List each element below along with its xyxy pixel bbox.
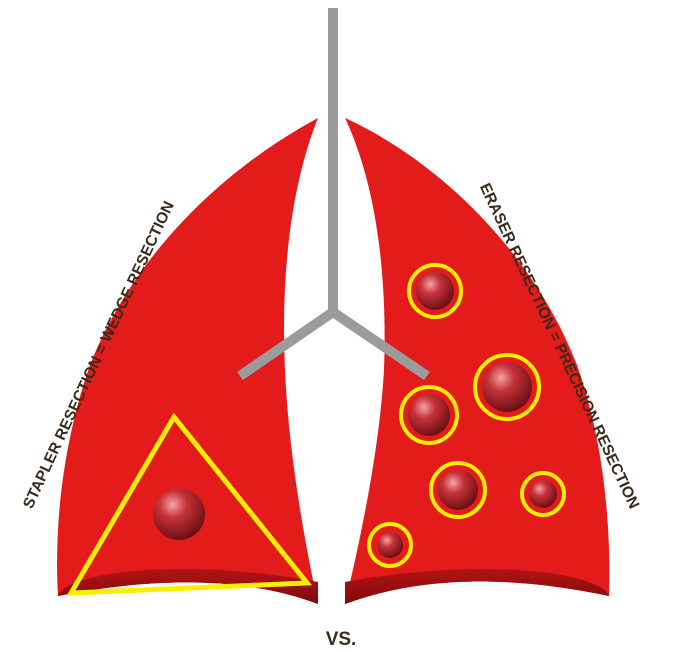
tumor-nodule-icon bbox=[408, 394, 450, 436]
nodule-target bbox=[431, 463, 485, 517]
tumor-nodule-icon bbox=[529, 480, 557, 508]
tumor-nodule-icon bbox=[416, 272, 454, 310]
tumor-nodule-icon bbox=[153, 488, 205, 540]
nodule-target bbox=[475, 355, 539, 419]
nodule-target bbox=[401, 387, 457, 443]
tumor-nodule-icon bbox=[438, 470, 478, 510]
tumor-nodule-icon bbox=[482, 362, 532, 412]
vs-label: VS. bbox=[326, 629, 357, 650]
nodule-target bbox=[409, 265, 461, 317]
tumor-nodule-icon bbox=[377, 532, 403, 558]
